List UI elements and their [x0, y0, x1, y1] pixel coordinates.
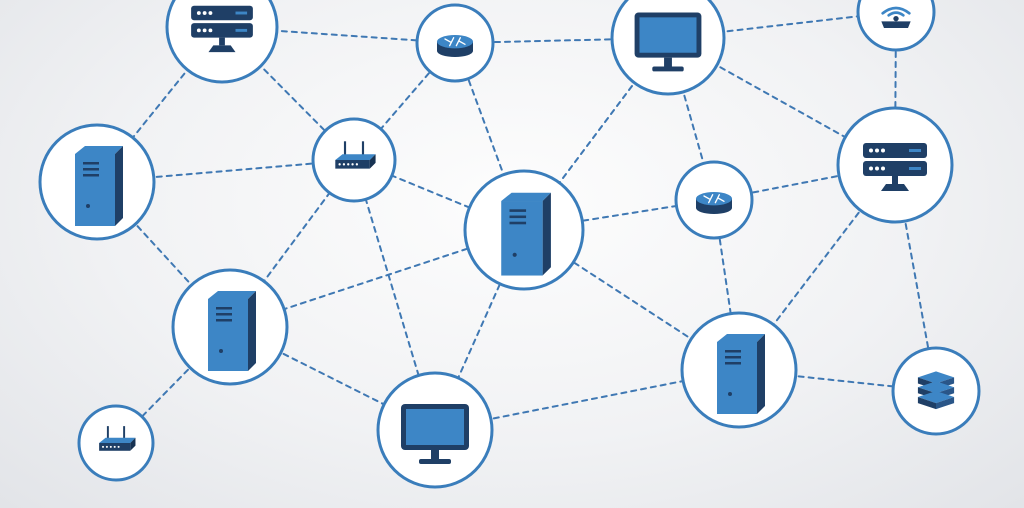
- node-monitor-top[interactable]: [610, 0, 726, 96]
- router-icon: [437, 35, 473, 57]
- server-tower-icon: [208, 291, 256, 371]
- node-monitor-bottom[interactable]: [376, 371, 494, 489]
- nodes-layer: [38, 0, 981, 489]
- wifi-router-icon: [881, 6, 911, 28]
- monitor-icon: [401, 404, 469, 464]
- server-tower-icon: [717, 334, 765, 414]
- server-tower-icon: [75, 146, 123, 226]
- node-router-mid-right[interactable]: [674, 160, 754, 240]
- storage-stack-icon: [917, 371, 955, 410]
- node-server-monitor-right[interactable]: [836, 106, 954, 224]
- server-tower-icon: [501, 192, 551, 276]
- node-tower-left[interactable]: [38, 123, 156, 241]
- node-wifi-ap-bottom-left[interactable]: [77, 404, 155, 482]
- wireless-access-point-icon: [99, 426, 136, 451]
- server-monitor-icon: [191, 5, 253, 53]
- node-tower-lower-right[interactable]: [680, 311, 798, 429]
- server-monitor-icon: [863, 143, 927, 191]
- node-tower-lower-left[interactable]: [171, 268, 289, 386]
- node-storage-right[interactable]: [891, 346, 981, 436]
- node-wifi-top-right[interactable]: [856, 0, 936, 52]
- monitor-icon: [634, 12, 702, 72]
- wireless-access-point-icon: [335, 141, 376, 169]
- node-wifi-ap-center[interactable]: [311, 117, 397, 203]
- node-server-monitor-top[interactable]: [165, 0, 279, 84]
- node-router-top[interactable]: [415, 3, 495, 83]
- node-tower-center[interactable]: [463, 169, 585, 291]
- router-icon: [696, 192, 732, 214]
